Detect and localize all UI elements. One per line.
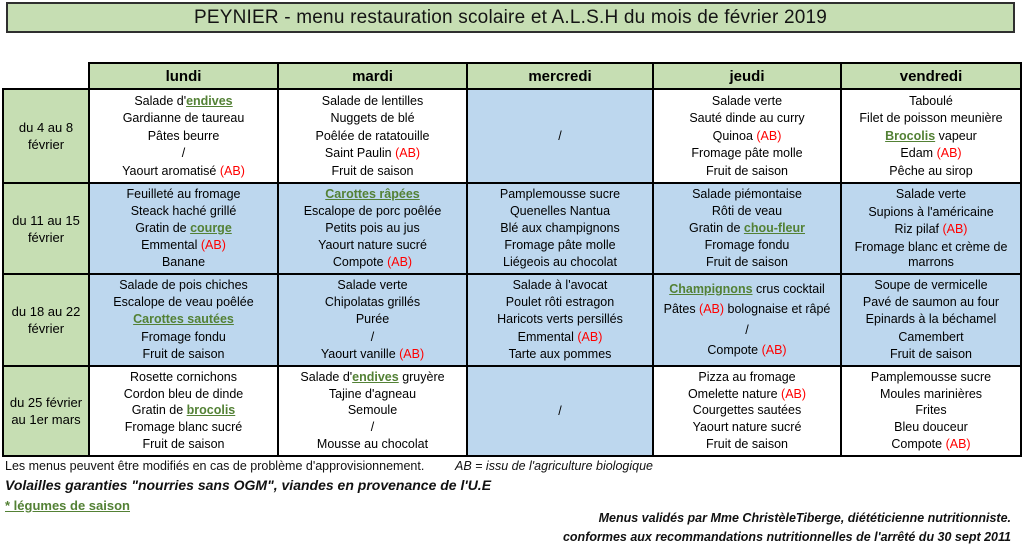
organic-ab-tag: (AB) [699, 302, 725, 317]
day-header-vendredi: vendredi [840, 62, 1022, 88]
seasonal-vegetable-text: Brocolis [885, 128, 936, 143]
day-header-mercredi: mercredi [466, 62, 652, 88]
validation-note-line2: conformes aux recommandations nutritionn… [562, 530, 1011, 544]
validation-note-line1: Menus validés par Mme ChristèleTiberge, … [598, 511, 1011, 525]
organic-ab-tag: (AB) [756, 128, 782, 143]
seasonal-vegetables-legend: * légumes de saison [5, 498, 130, 513]
day-header-jeudi: jeudi [652, 62, 840, 88]
organic-ab-tag: (AB) [219, 163, 245, 178]
organic-ab-tag: (AB) [387, 255, 413, 269]
corner-cell [2, 62, 88, 88]
organic-ab-tag: (AB) [761, 343, 787, 358]
seasonal-vegetable-text: endives [352, 369, 399, 384]
day-header-lundi: lundi [88, 62, 277, 88]
guarantee-note: Volailles garanties "nourries sans OGM",… [5, 477, 492, 493]
seasonal-vegetable-text: endives [186, 93, 233, 108]
day-header-mardi: mardi [277, 62, 466, 88]
seasonal-vegetable-text: chou-fleur [743, 221, 805, 235]
organic-ab-tag: (AB) [200, 238, 226, 252]
organic-ab-tag: (AB) [936, 146, 962, 160]
seasonal-vegetable-text: Carottes sautées [133, 312, 234, 327]
organic-ab-tag: (AB) [577, 329, 603, 344]
seasonal-vegetable-text: Champignons [669, 281, 753, 296]
organic-ab-tag: (AB) [395, 146, 421, 160]
organic-ab-tag: (AB) [942, 222, 968, 237]
organic-ab-tag: (AB) [781, 386, 807, 401]
organic-ab-tag: (AB) [399, 346, 425, 361]
menu-cell-mercredi: / [466, 88, 652, 182]
menu-cell-mercredi: / [466, 365, 652, 457]
modification-note: Les menus peuvent être modifiés en cas d… [5, 459, 425, 473]
seasonal-vegetable-text: brocolis [186, 403, 236, 418]
seasonal-vegetable-text: Carottes râpées [325, 187, 420, 201]
page-title: PEYNIER - menu restauration scolaire et … [6, 2, 1015, 33]
ab-legend: AB = issu de l'agriculture biologique [455, 459, 653, 473]
organic-ab-tag: (AB) [945, 437, 971, 452]
seasonal-vegetable-text: courge [190, 221, 232, 235]
